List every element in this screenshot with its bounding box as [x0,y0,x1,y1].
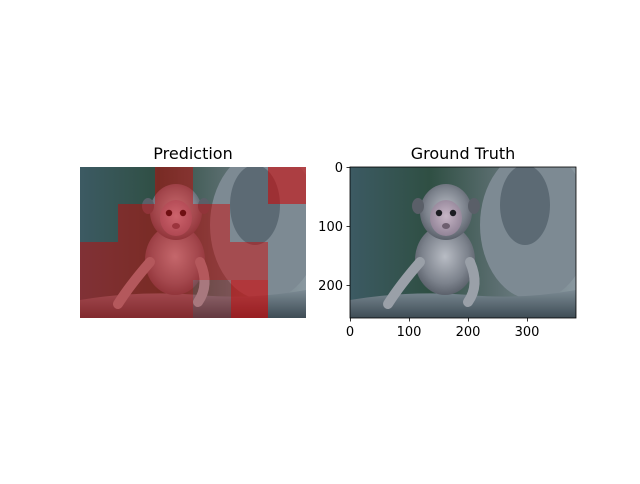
ground-truth-image [350,167,576,318]
x-tick-label: 100 [397,325,422,340]
y-tick-label: 100 [318,220,343,235]
x-tick-label: 0 [346,325,354,340]
ground-truth-title: Ground Truth [411,144,516,163]
x-tick-label: 200 [456,325,481,340]
prediction-overlay [80,167,306,318]
prediction-image [80,167,306,318]
x-tick-label: 300 [515,325,540,340]
ground-truth-axes-frame [349,166,577,319]
ground-truth-x-axis: 0 100 200 300 [346,318,540,340]
prediction-title: Prediction [153,144,232,163]
y-tick-label: 200 [318,279,343,294]
ground-truth-y-axis: 0 100 200 [318,161,350,294]
y-tick-label: 0 [335,161,343,176]
